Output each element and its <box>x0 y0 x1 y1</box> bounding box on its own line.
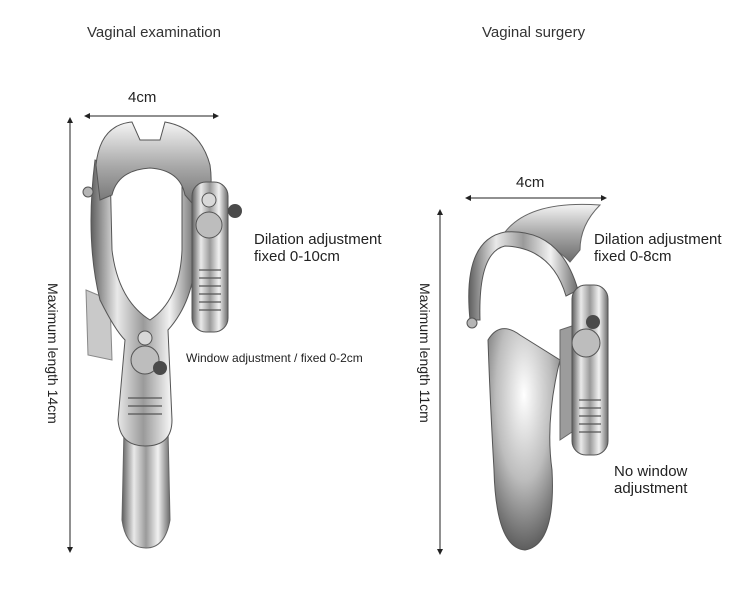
left-width-label: 4cm <box>128 89 157 106</box>
right-window-line2: adjustment <box>614 480 688 497</box>
right-window-label: No window adjustment <box>614 463 687 497</box>
left-window-marker <box>153 361 167 375</box>
right-width-label: 4cm <box>516 174 545 191</box>
left-dilation-label: Dilation adjustment fixed 0-10cm <box>254 231 382 265</box>
right-speculum <box>466 203 609 551</box>
right-dilation-label: Dilation adjustment fixed 0-8cm <box>594 231 722 265</box>
right-dilation-line2: fixed 0-8cm <box>594 248 672 265</box>
left-dilation-marker <box>228 204 242 218</box>
right-dilation-line1: Dilation adjustment <box>594 231 722 248</box>
left-window-label: Window adjustment / fixed 0-2cm <box>186 351 363 365</box>
right-window-line1: No window <box>614 463 688 480</box>
right-dilation-marker <box>586 315 600 329</box>
left-title: Vaginal examination <box>87 24 221 41</box>
left-speculum <box>82 121 242 549</box>
right-title: Vaginal surgery <box>482 24 586 41</box>
left-dilation-line1: Dilation adjustment <box>254 231 382 248</box>
left-dilation-line2: fixed 0-10cm <box>254 248 340 265</box>
